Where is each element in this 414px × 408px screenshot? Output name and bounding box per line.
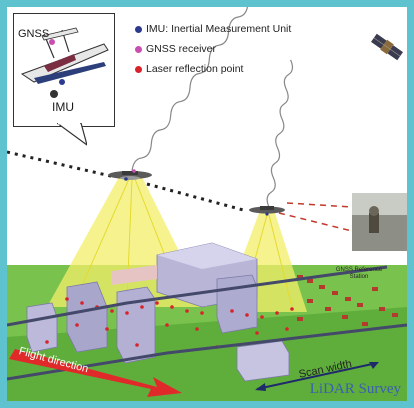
imu-dot-icon <box>135 25 142 33</box>
legend-label: Laser reflection point <box>146 63 244 75</box>
legend-item-imu: IMU: Inertial Measurement Unit <box>135 23 291 35</box>
ground-track <box>7 323 407 381</box>
scan-width-arrowhead <box>369 362 379 369</box>
scan-width-arrow <box>256 362 378 390</box>
gnss-signal-wave <box>266 59 294 208</box>
legend-item-laser: Laser reflection point <box>135 63 243 75</box>
reference-station-label: GNSS Reference Station <box>335 267 383 280</box>
aircraft-icon <box>108 169 152 181</box>
gnss-callout-label: GNSS <box>18 28 50 40</box>
lidar-scene <box>7 7 407 401</box>
callout-pointer <box>57 123 87 146</box>
imu-callout-label: IMU <box>52 100 74 114</box>
laser-dot-icon <box>135 65 142 73</box>
flight-path-dotted <box>7 150 116 179</box>
city-buildings <box>26 242 290 382</box>
laser-beam <box>76 178 130 298</box>
scan-width-arrowhead <box>255 383 266 391</box>
legend-label: IMU: Inertial Measurement Unit <box>146 23 292 35</box>
legend-item-gnss: GNSS receiver <box>135 43 216 55</box>
figure-panel: GNSS IMU IMU: Inertial Measurement Unit … <box>7 7 407 401</box>
laser-reflection-points <box>45 297 294 349</box>
legend-label: GNSS receiver <box>146 43 217 55</box>
aircraft-closeup-icon <box>20 27 109 98</box>
reference-station-sky <box>352 193 407 215</box>
village-houses <box>297 275 398 326</box>
flight-direction-arrow <box>9 349 182 397</box>
flight-path-dotted <box>146 182 248 213</box>
aircraft-closeup-callout: GNSS IMU <box>13 13 115 127</box>
reference-station-antenna <box>369 213 379 233</box>
figure-caption: LiDAR Survey <box>309 381 401 397</box>
ground-track <box>7 265 388 327</box>
reference-station-dish <box>369 206 379 216</box>
gnss-signal-wave <box>131 7 278 173</box>
aircraft-icon <box>249 206 285 216</box>
laser-beam <box>268 214 293 308</box>
satellite-icon <box>371 33 403 61</box>
reference-link-dashed <box>278 212 353 232</box>
gnss-dot-icon <box>135 45 142 53</box>
